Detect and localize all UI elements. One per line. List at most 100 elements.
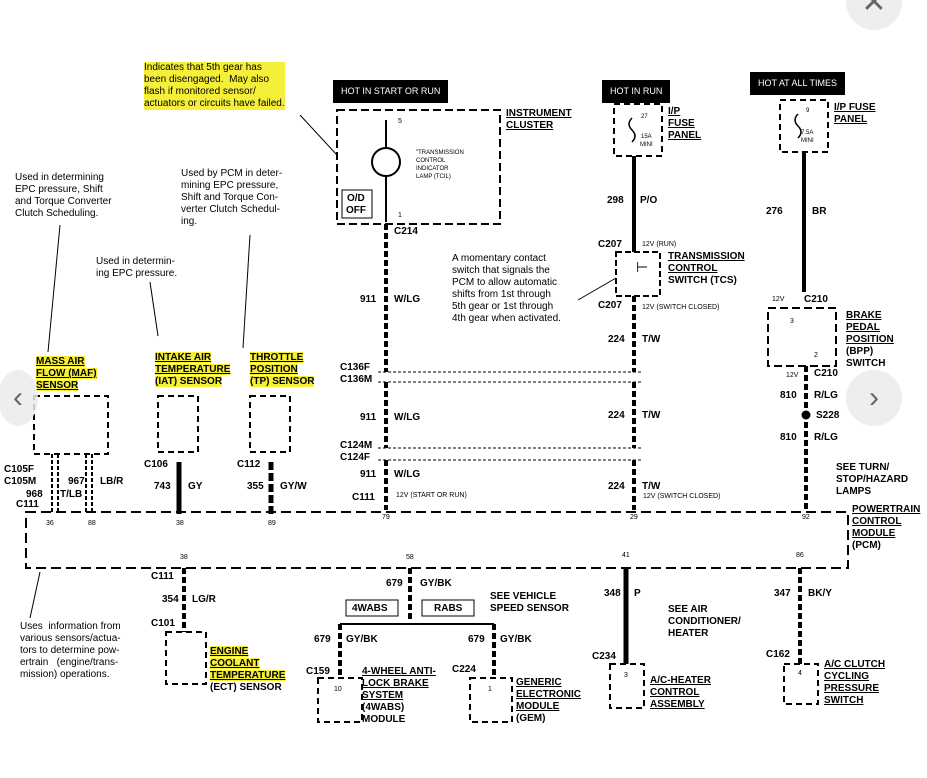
label-tp-2: POSITION (250, 364, 298, 375)
label-ac-see-3: HEATER (668, 628, 709, 639)
label-ect-3: TEMPERATURE (210, 670, 286, 681)
wire-810a-num: 810 (780, 390, 797, 401)
label-tp-3: (TP) SENSOR (250, 376, 315, 387)
wire-224b-color: T/W (642, 410, 661, 421)
connector-c159: C159 (306, 666, 330, 677)
tcs-box (615, 251, 661, 297)
label-instrument-cluster-2: CLUSTER (506, 120, 554, 131)
label-ip-fuse-2b: PANEL (834, 114, 868, 125)
connector-c210-bottom: C210 (814, 368, 838, 379)
pin-10: 10 (334, 686, 342, 693)
wire-911a-color: W/LG (394, 294, 421, 305)
connector-c105f: C105F (4, 464, 35, 475)
gem-box (469, 677, 513, 723)
chevron-left-icon: ‹ (13, 381, 23, 414)
label-tcs-1: TRANSMISSION (668, 251, 745, 262)
connector-c214: C214 (394, 226, 418, 237)
leader-top-note (299, 114, 338, 156)
connector-c111-a: C111 (352, 492, 375, 503)
connector-c111-b: C111 (16, 499, 39, 510)
wire-355-num: 355 (247, 481, 264, 492)
wire-276-num: 276 (766, 206, 783, 217)
wire-911c-color: W/LG (394, 469, 421, 480)
connector-c105m: C105M (4, 476, 37, 487)
wire-347-num: 347 (774, 588, 791, 599)
wire-224b-num: 224 (608, 410, 625, 421)
wire-298-color: P/O (640, 195, 658, 206)
label-bpp-1: BRAKE (846, 310, 882, 321)
connector-c111-c: C111 (151, 571, 174, 582)
wire-224c-num: 224 (608, 481, 625, 492)
voltage-12v-a: 12V (772, 296, 785, 303)
note-tcs: A momentary contact switch that signals … (452, 253, 561, 324)
label-ac-clutch-2: CYCLING (824, 671, 869, 682)
label-4wabs-3: SYSTEM (362, 690, 404, 701)
connector-c136m: C136M (340, 374, 373, 385)
label-turn-3: LAMPS (836, 486, 871, 497)
label-4wabs-2: LOCK BRAKE (362, 678, 429, 689)
label-pcm-2: CONTROL (852, 516, 902, 527)
leader-pcm-note (29, 571, 41, 619)
wire-679c-color: GY/BK (500, 634, 532, 645)
label-ac-see-2: CONDITIONER/ (668, 616, 741, 627)
wire-679a-num: 679 (386, 578, 403, 589)
fuse-2-rating: 7.5A (801, 130, 814, 136)
label-4wabs-4: (4WABS) (362, 702, 405, 713)
label-maf-1: MASS AIR (36, 356, 85, 367)
label-tcil-1: "TRANSMISSION (416, 150, 464, 156)
label-od: O/D (347, 193, 365, 204)
rabs-option-box (421, 599, 475, 617)
label-iat-1: INTAKE AIR (155, 352, 212, 363)
pcm-pin-36: 36 (46, 520, 54, 527)
label-bpp-5: SWITCH (846, 358, 886, 369)
label-bpp-2: PEDAL (846, 322, 880, 333)
connector-c136f: C136F (340, 362, 371, 373)
label-bpp-4: (BPP) (846, 346, 874, 357)
connector-c106: C106 (144, 459, 168, 470)
voltage-12v-switch-closed-2: 12V (SWITCH CLOSED) (643, 493, 721, 500)
note-pcm: Uses information from various sensors/ac… (20, 621, 121, 680)
label-vss-1: SEE VEHICLE (490, 591, 557, 602)
label-ac-clutch-1: A/C CLUTCH (824, 659, 886, 670)
tcs-switch-symbol: ⊢ (636, 259, 649, 275)
connector-c210-top: C210 (804, 294, 828, 305)
4wabs-module-box (317, 677, 363, 723)
label-pcm-3: MODULE (852, 528, 896, 539)
pcm-box (25, 511, 849, 569)
wire-911b-num: 911 (360, 412, 377, 423)
pcm-pin-86: 86 (796, 552, 804, 559)
splice-s228 (801, 410, 811, 420)
wire-968-num: 968 (26, 489, 43, 500)
chevron-right-icon: › (869, 381, 879, 414)
connector-c224: C224 (452, 664, 476, 675)
wire-743-num: 743 (154, 481, 171, 492)
pcm-pin-41: 41 (622, 552, 630, 559)
wire-679b-num: 679 (314, 634, 331, 645)
4wabs-option-box (345, 599, 399, 617)
wire-224c-color: T/W (642, 481, 661, 492)
label-tcil-4: LAMP (TCIL) (416, 174, 451, 180)
bpp-switch-box (767, 307, 837, 367)
prev-image-button[interactable]: ‹ (0, 370, 38, 426)
next-image-button[interactable]: › (846, 370, 902, 426)
fuse-2-symbol (794, 113, 802, 139)
splice-s228-label: S228 (816, 410, 840, 421)
label-ac-heater-1: A/C-HEATER (650, 675, 711, 686)
pin-4: 4 (798, 670, 802, 677)
label-ac-clutch-3: PRESSURE (824, 683, 880, 694)
label-tcs-3: SWITCH (TCS) (668, 275, 737, 286)
close-icon: ✕ (861, 0, 887, 19)
note-5th-gear: Indicates that 5th gear has been disenga… (144, 62, 285, 110)
wire-298-num: 298 (607, 195, 624, 206)
instrument-cluster-box (336, 109, 501, 225)
label-ac-heater-2: CONTROL (650, 687, 700, 698)
pcm-pin-58: 58 (406, 554, 414, 561)
connector-c162: C162 (766, 649, 790, 660)
header-hot-run: HOT IN RUN (602, 80, 671, 103)
label-maf-3: SENSOR (36, 380, 79, 391)
label-maf-2: FLOW (MAF) (36, 368, 97, 379)
maf-sensor-box (33, 395, 109, 455)
voltage-12v-switch-closed: 12V (SWITCH CLOSED) (642, 304, 720, 311)
leader-iat-note (149, 281, 159, 337)
label-ect-2: COOLANT (210, 658, 260, 669)
